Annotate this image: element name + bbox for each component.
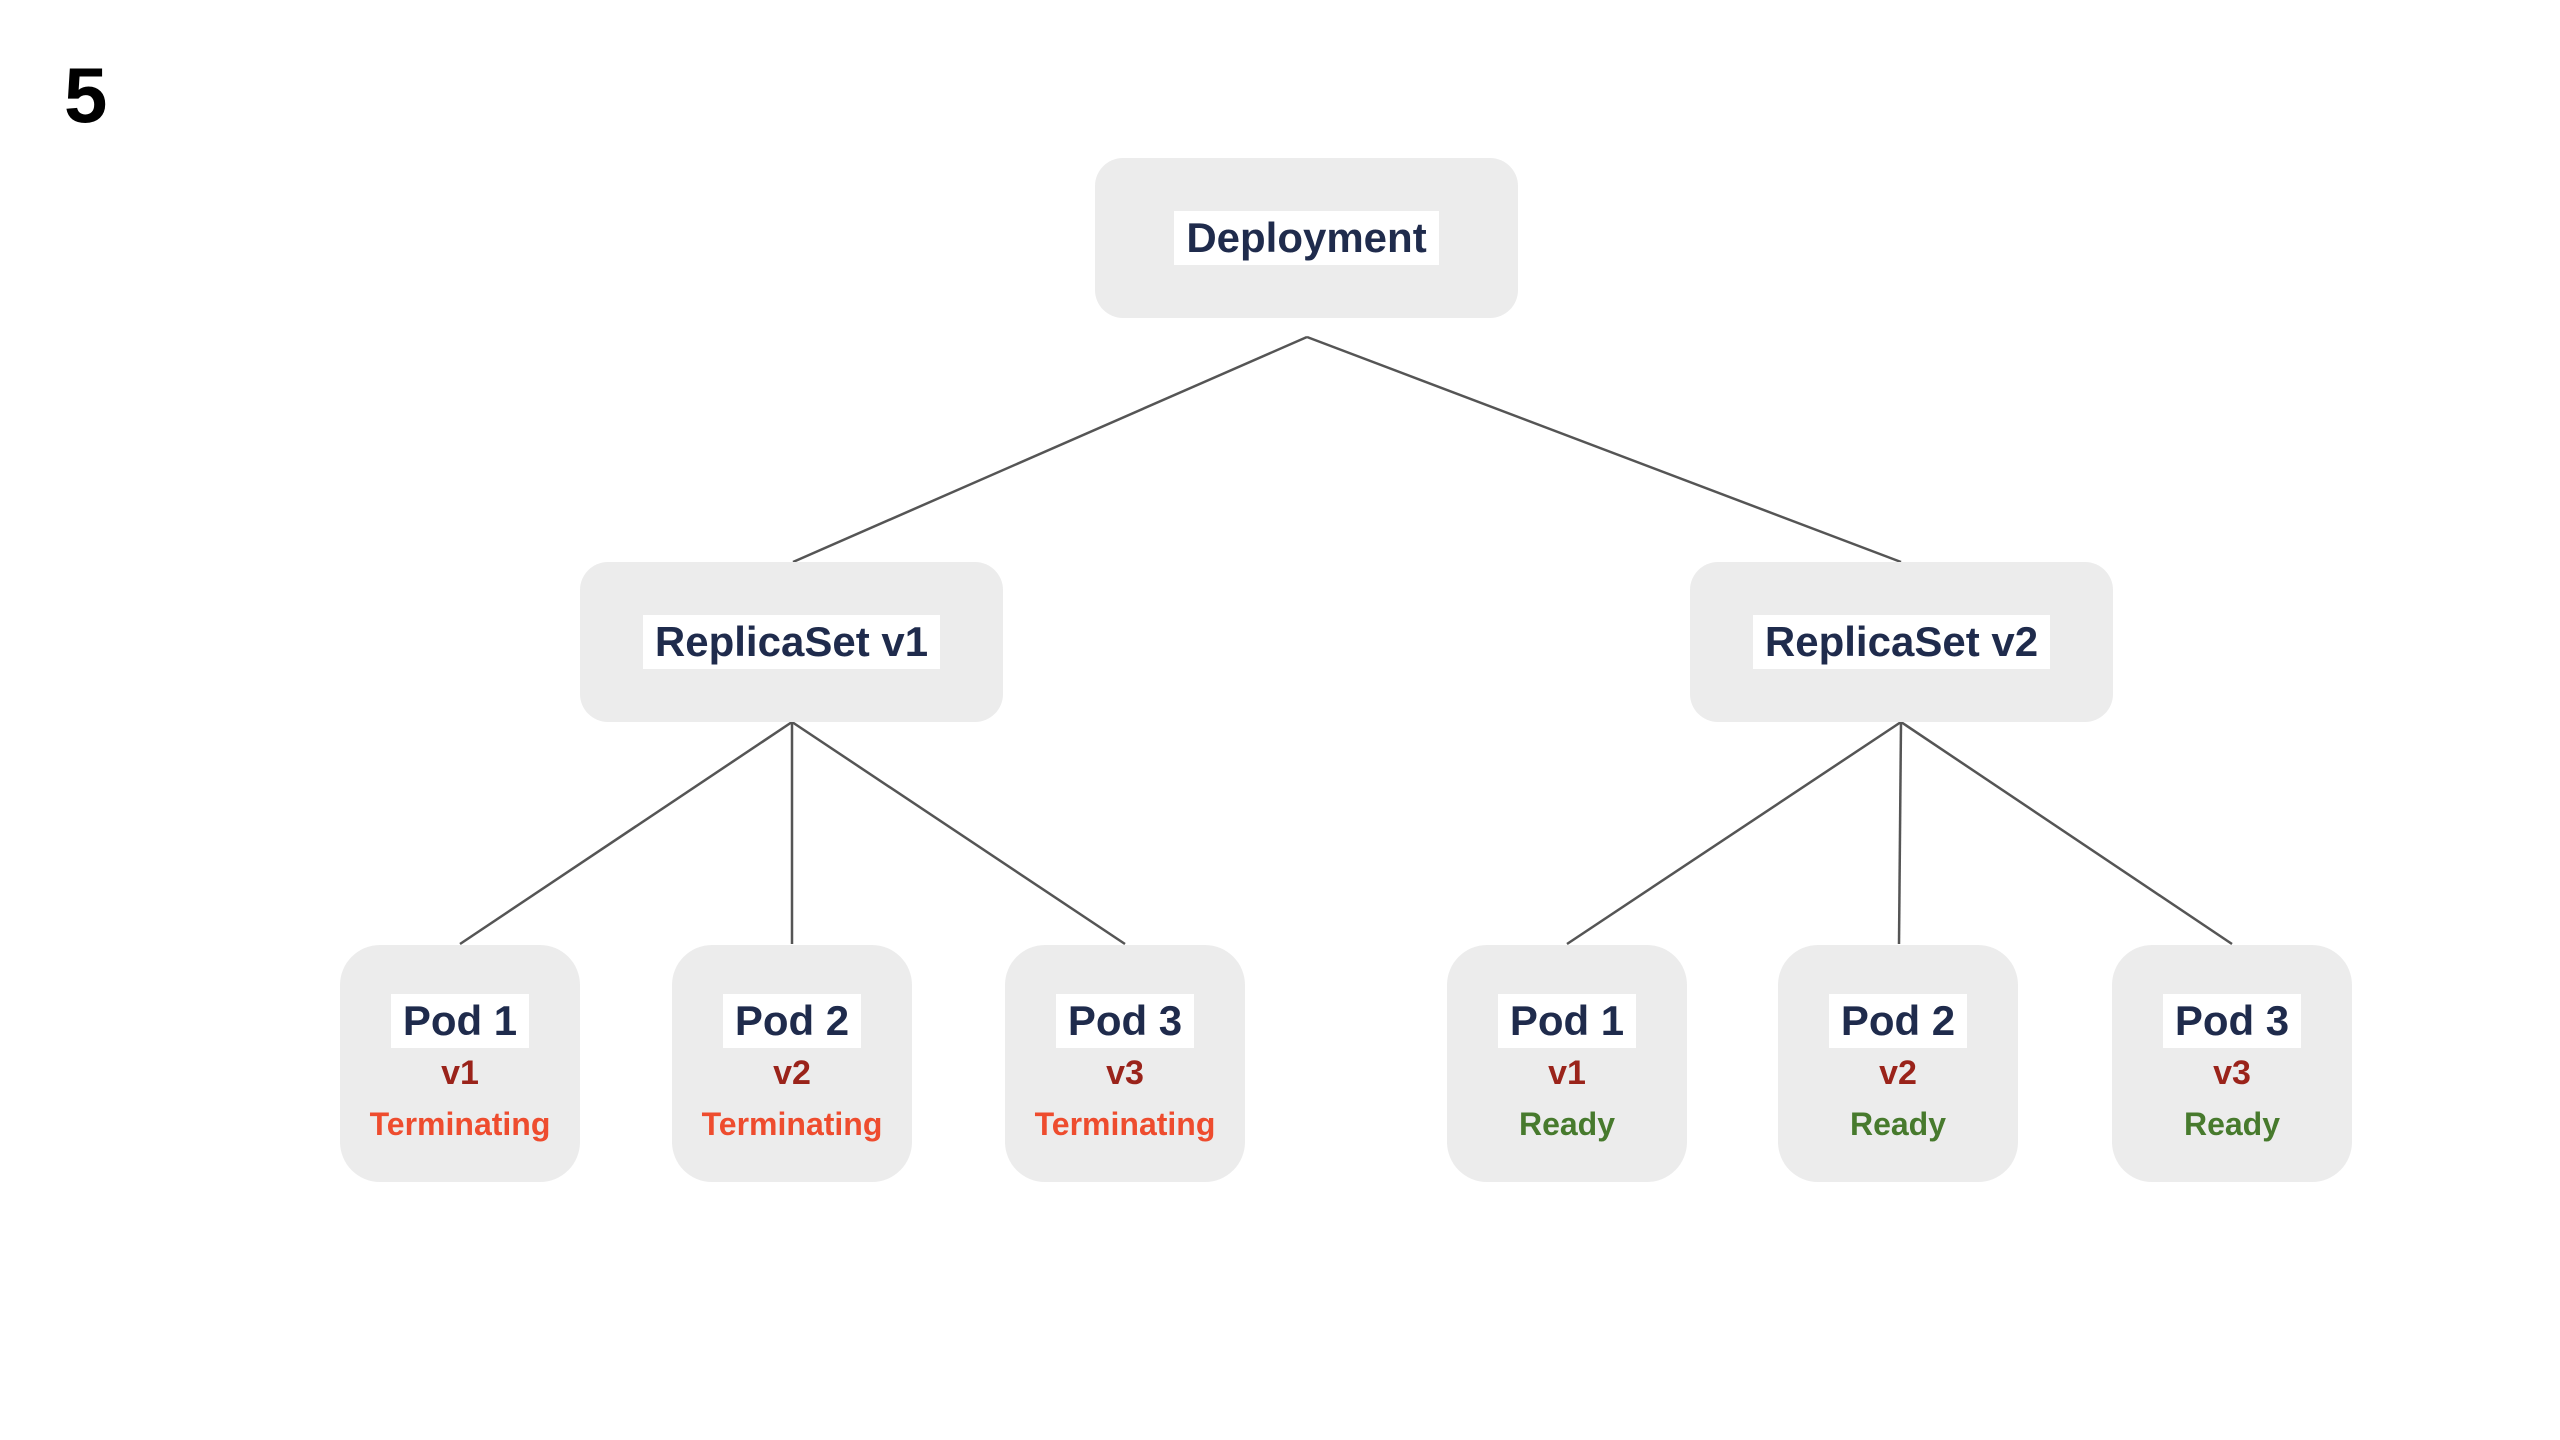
replicaset-v2-label: ReplicaSet v2	[1752, 615, 2051, 669]
pod-title: Pod 1	[1497, 994, 1637, 1048]
pod-node-rs2-pod2: Pod 2 v2 Ready	[1778, 945, 2018, 1182]
pod-node-rs2-pod3: Pod 3 v3 Ready	[2112, 945, 2352, 1182]
pod-node-rs1-pod3: Pod 3 v3 Terminating	[1005, 945, 1245, 1182]
edge-replicaset-v2-to-pod-1	[1566, 720, 1902, 946]
deployment-label: Deployment	[1174, 211, 1439, 265]
pod-node-rs1-pod2: Pod 2 v2 Terminating	[672, 945, 912, 1182]
pod-title: Pod 2	[722, 994, 862, 1048]
edge-replicaset-v1-to-pod-1	[459, 720, 793, 946]
pod-status: Ready	[1849, 1106, 1947, 1142]
edge-deployment-to-replicaset-v1	[792, 335, 1308, 564]
pod-version: v2	[1879, 1054, 1917, 1092]
edge-replicaset-v1-to-pod-3	[791, 720, 1126, 946]
pod-version: v3	[2213, 1054, 2251, 1092]
pod-version: v1	[1548, 1054, 1586, 1092]
replicaset-v2-node: ReplicaSet v2	[1690, 562, 2113, 722]
pod-title: Pod 2	[1828, 994, 1968, 1048]
pod-title: Pod 3	[2162, 994, 2302, 1048]
deployment-node: Deployment	[1095, 158, 1518, 318]
edge-replicaset-v2-to-pod-3	[1900, 720, 2233, 946]
pod-status: Terminating	[369, 1106, 551, 1142]
pod-status: Terminating	[1034, 1106, 1216, 1142]
pod-node-rs1-pod1: Pod 1 v1 Terminating	[340, 945, 580, 1182]
pod-version: v3	[1106, 1054, 1144, 1092]
pod-status: Ready	[2183, 1106, 2281, 1142]
replicaset-v1-node: ReplicaSet v1	[580, 562, 1003, 722]
pod-title: Pod 1	[390, 994, 530, 1048]
edge-replicaset-v2-to-pod-2	[1897, 721, 1903, 945]
replicaset-v1-label: ReplicaSet v1	[642, 615, 941, 669]
pod-status: Ready	[1518, 1106, 1616, 1142]
slide-number: 5	[64, 51, 108, 139]
pod-version: v1	[441, 1054, 479, 1092]
edge-deployment-to-replicaset-v2	[1306, 335, 1902, 564]
pod-node-rs2-pod1: Pod 1 v1 Ready	[1447, 945, 1687, 1182]
pod-title: Pod 3	[1055, 994, 1195, 1048]
pod-version: v2	[773, 1054, 811, 1092]
pod-status: Terminating	[701, 1106, 883, 1142]
